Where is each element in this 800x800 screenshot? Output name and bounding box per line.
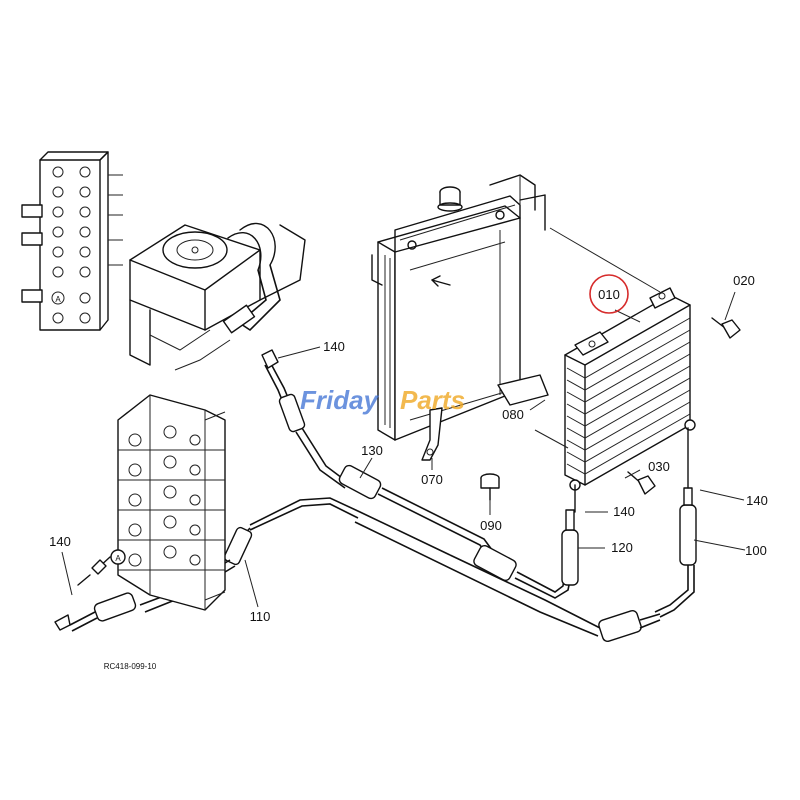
line-130: [295, 427, 571, 599]
label-140-left: 140: [49, 534, 71, 549]
watermark-logo: Friday Parts: [300, 385, 465, 415]
hose-120: [561, 484, 579, 586]
inset-marker-a: A: [55, 295, 61, 304]
valve-marker-a: A: [115, 554, 121, 563]
bolt-030: [627, 471, 656, 495]
bolt-090: [480, 473, 500, 501]
label-070: 070: [421, 472, 443, 487]
highlight-circle-010: [589, 274, 629, 314]
bolt-020: [711, 317, 741, 339]
label-090: 090: [480, 518, 502, 533]
leader-lines: [61, 291, 746, 608]
cooler-fins: [566, 317, 691, 475]
engine-section: [129, 222, 306, 371]
label-110: 110: [250, 609, 271, 624]
label-140-upper: 140: [323, 339, 345, 354]
figure-code: RC418-099-10: [104, 662, 157, 671]
hose-140-upper: [261, 349, 306, 433]
valve-bank-inset: A: [21, 151, 123, 331]
control-valve: A: [77, 394, 226, 611]
label-120: 120: [611, 540, 633, 555]
label-010: 010: [598, 287, 620, 302]
label-130: 130: [361, 443, 383, 458]
label-080: 080: [502, 407, 524, 422]
label-030: 030: [648, 459, 670, 474]
oil-cooler: [534, 227, 696, 491]
watermark-part1: Friday: [300, 385, 380, 415]
watermark-part2: Parts: [400, 385, 465, 415]
line-110: [54, 497, 661, 643]
hose-100: [654, 427, 697, 618]
label-100: 100: [745, 543, 767, 558]
label-140-right: 140: [746, 493, 768, 508]
label-140-center: 140: [613, 504, 635, 519]
label-020: 020: [733, 273, 755, 288]
callout-labels: 010 020 030 070 080 090 100 110 120 130 …: [49, 273, 768, 671]
radiator: [371, 174, 549, 461]
